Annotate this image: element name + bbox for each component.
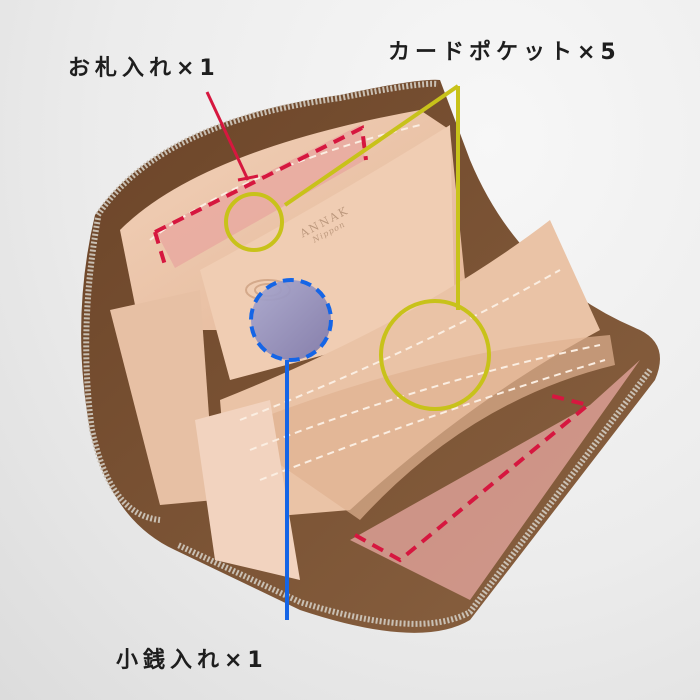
bill-compartment-label: お札入れ×1 [68, 56, 220, 81]
card-annotation [224, 84, 491, 411]
zipper [95, 80, 439, 217]
coin-flap [195, 400, 300, 580]
bill-annotation [153, 91, 593, 563]
card-pockets-label: カードポケット×5 [388, 40, 621, 65]
coin-annotation [249, 278, 333, 620]
coin-purse-label: 小銭入れ×1 [116, 648, 268, 673]
